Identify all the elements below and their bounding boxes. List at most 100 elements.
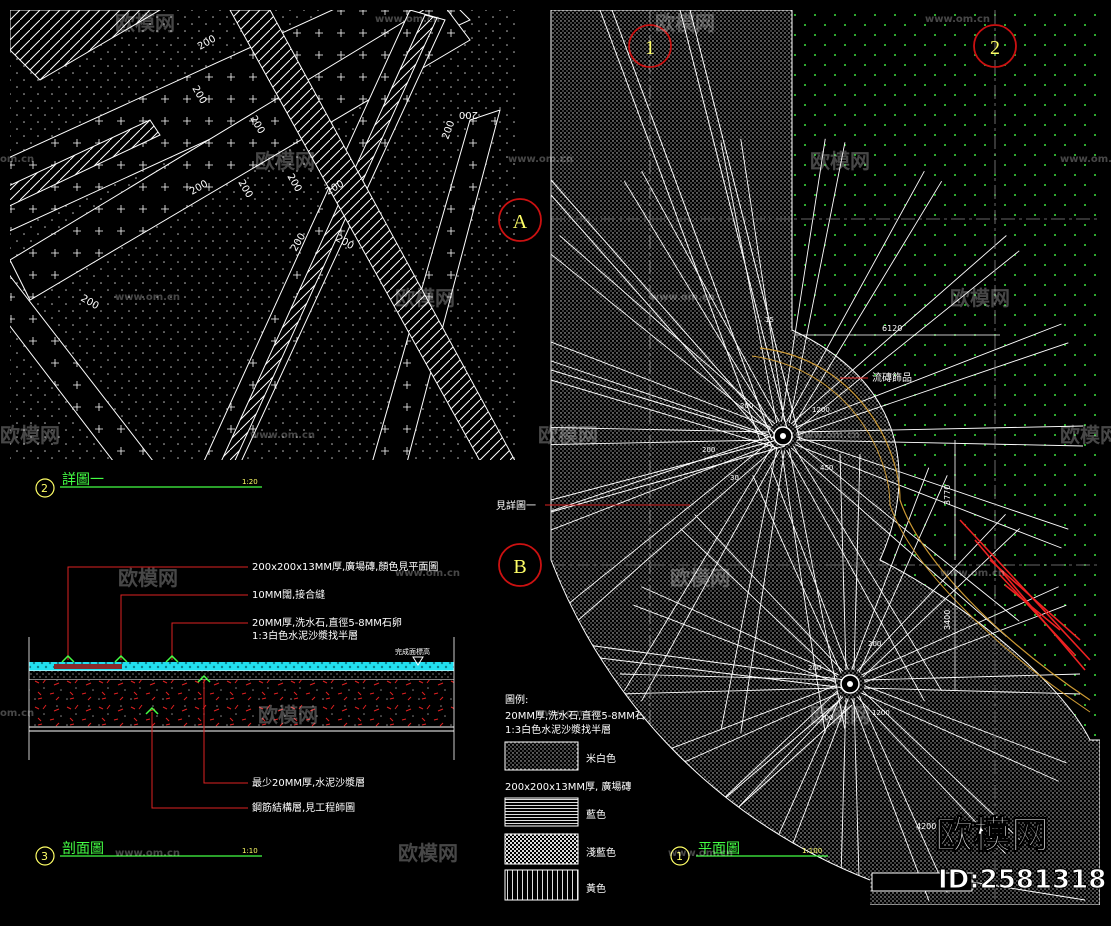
radial-strip-edge bbox=[786, 449, 925, 702]
radial-strip-edge bbox=[619, 673, 837, 681]
legend-swatch-yellow-label: 黃色 bbox=[586, 882, 606, 895]
grid-col-label: 2 bbox=[990, 37, 1000, 59]
watermark-brand: 欧模网 bbox=[655, 11, 715, 35]
section-concrete-layer bbox=[29, 680, 454, 727]
radial-strip-edge bbox=[863, 687, 1081, 695]
plan-ray-label: 15 bbox=[765, 316, 774, 324]
watermark-site: www.om.cn bbox=[375, 14, 440, 25]
section-drawing: 完成面標高 200x200x13MM厚,廣場磚,顏色見平面圖 10MM闊,接合縫… bbox=[28, 560, 455, 814]
radial-strip-edge bbox=[619, 687, 837, 695]
radial-strip-edge bbox=[839, 453, 847, 671]
brand-stamp-id: ID:2581318 bbox=[938, 865, 1106, 895]
plan-label-detail: 見詳圖一 bbox=[496, 499, 536, 512]
radial-strip-edge bbox=[679, 528, 838, 678]
legend-pebble-line2: 1:3白色水泥沙漿找半層 bbox=[505, 723, 611, 736]
watermark-site: www.om.cn bbox=[650, 292, 715, 303]
watermark-site: om.cn bbox=[0, 154, 34, 165]
watermark-site: om.cn bbox=[0, 708, 34, 719]
section-title: 剖面圖 bbox=[62, 841, 104, 857]
grid-row-label: A bbox=[513, 211, 528, 233]
plan-ray-label: 30 bbox=[730, 474, 739, 482]
radial-strip-edge bbox=[861, 692, 1059, 782]
watermark-brand: 欧模网 bbox=[810, 149, 870, 173]
watermark-brand: 欧模网 bbox=[118, 566, 178, 590]
radial-strip-edge bbox=[641, 449, 780, 702]
plan-number: 1 bbox=[676, 850, 683, 863]
radial-strip-edge bbox=[720, 142, 778, 423]
watermark-site: www.om.cn bbox=[508, 154, 573, 165]
radial-strip-edge bbox=[559, 235, 776, 425]
watermark-brand: 欧模网 bbox=[810, 703, 870, 727]
watermark-brand: 欧模网 bbox=[398, 841, 458, 865]
radial-strip-edge bbox=[796, 425, 1084, 433]
watermark-site: www.om.cn bbox=[115, 848, 180, 859]
plan-ray-label: 200 bbox=[702, 446, 715, 454]
legend-title: 圖例: bbox=[505, 693, 528, 706]
plan-dim-right2: 3400 bbox=[943, 610, 952, 630]
plan-plaza bbox=[551, 10, 1100, 905]
section-callout-joint: 10MM闊,接合縫 bbox=[252, 588, 325, 601]
brand-stamp-logo: 欧模网 bbox=[935, 813, 1049, 857]
radial-strip-edge bbox=[623, 180, 773, 427]
watermark-layer: 欧模网 欧模网 欧模网 欧模网 欧模网 欧模网 欧模网 欧模网 欧模网 欧模网 … bbox=[0, 11, 1111, 865]
plan-ray-label: 450 bbox=[820, 464, 833, 472]
section-callout-pebble: 20MM厚,洗水石,直徑5-8MM石卵 bbox=[252, 616, 402, 629]
watermark-brand: 欧模网 bbox=[258, 703, 318, 727]
brand-stamp: 欧模网 ID:2581318 bbox=[935, 813, 1107, 896]
radial-strip-edge bbox=[551, 342, 769, 436]
radial-strip-edge bbox=[770, 467, 849, 670]
watermark-brand: 欧模网 bbox=[538, 423, 598, 447]
level-note: 完成面標高 bbox=[395, 647, 430, 656]
grid-col-label: 1 bbox=[645, 37, 655, 59]
radial-strip-edge bbox=[551, 436, 769, 530]
legend-swatch-blue bbox=[504, 797, 579, 827]
plan-dim-right1: 3770 bbox=[943, 485, 952, 505]
plan-ray-label: 200 bbox=[820, 714, 833, 722]
detail-title: 詳圖一 bbox=[62, 472, 104, 488]
legend-swatch-lightblue-label: 淺藍色 bbox=[586, 846, 616, 859]
watermark-site: www.om.cn bbox=[940, 568, 1005, 579]
watermark-site: www.om.cn bbox=[1060, 154, 1111, 165]
watermark-brand: 欧模网 bbox=[255, 149, 315, 173]
detail-dim: 200 bbox=[459, 109, 478, 120]
watermark-brand: 欧模网 bbox=[670, 566, 730, 590]
plan-ray-label: 200 bbox=[808, 664, 821, 672]
radial-strip-edge bbox=[797, 436, 1069, 530]
radial-strip-edge bbox=[752, 475, 842, 673]
watermark-site: www.om.cn bbox=[115, 292, 180, 303]
plan-dim-bottom: 4200 bbox=[916, 822, 936, 831]
legend: 圖例: 20MM厚,洗水石,直徑5-8MM石卵 1:3白色水泥沙漿找半層 米白色… bbox=[504, 693, 655, 901]
section-callout-structure: 鋼筋結構層,見工程師圖 bbox=[252, 801, 355, 814]
radial-strip-edge bbox=[858, 475, 948, 673]
section-mortar-layer bbox=[29, 671, 454, 680]
section-number: 3 bbox=[41, 850, 48, 863]
radial-strip-edge bbox=[794, 323, 1062, 428]
plan-dim-top: 6120 bbox=[882, 324, 902, 333]
watermark-site: www.om.cn bbox=[250, 430, 315, 441]
radial-strip-edge bbox=[790, 447, 1007, 637]
plan-ray-label: 1200 bbox=[872, 709, 890, 717]
radial-strip-edge bbox=[856, 513, 1006, 672]
legend-swatch-pebble-label: 米白色 bbox=[586, 752, 616, 765]
radial-strip-edge bbox=[864, 685, 1067, 764]
radial-strip-edge bbox=[864, 604, 1067, 683]
watermark-brand: 欧模网 bbox=[395, 286, 455, 310]
radial-strip-edge bbox=[862, 690, 1021, 840]
detail-number: 2 bbox=[41, 482, 48, 495]
plan-label-tile: 流磚飾品 bbox=[872, 371, 912, 384]
detail-tile-bands bbox=[10, 10, 515, 460]
radial-strip-edge bbox=[856, 696, 1006, 855]
radial-strip-edge bbox=[851, 467, 930, 670]
watermark-site: www.om.cn bbox=[535, 708, 600, 719]
radial-strip-edge bbox=[788, 449, 846, 730]
plan-grid-bubbles: 1 2 A B bbox=[498, 24, 1017, 587]
section-title-block: 3 剖面圖 1:10 bbox=[35, 841, 262, 866]
radial-strip-edge bbox=[793, 180, 943, 427]
plan-drawing: 200 200 1200 450 15 30 200 200 1200 200 … bbox=[496, 10, 1100, 905]
plan-title-block: 1 平面圖 1:100 bbox=[670, 841, 828, 866]
watermark-site: www.om.cn bbox=[395, 568, 460, 579]
radial-strip-edge bbox=[863, 673, 1081, 681]
section-tile-layer bbox=[29, 662, 454, 671]
radial-strip-edge bbox=[797, 342, 1069, 436]
